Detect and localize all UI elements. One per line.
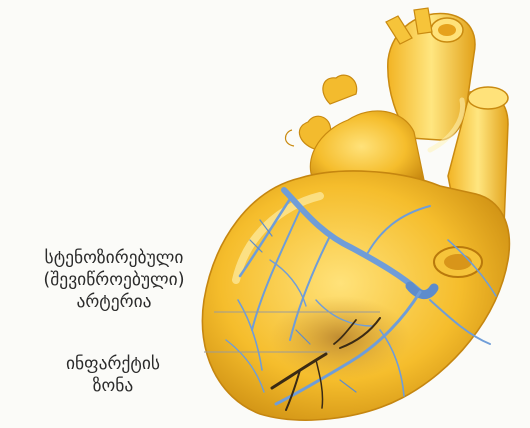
- stenosed-artery-line-1: სტენოზირებული: [8, 247, 220, 269]
- infarct-zone-line-2: ზონა: [18, 375, 208, 397]
- stenosed-artery-line-2: (შევიწროებული): [8, 269, 220, 291]
- stenosed-artery-label: სტენოზირებული (შევიწროებული) არტერია: [8, 247, 220, 313]
- infarct-zone-label: ინფარქტის ზონა: [18, 353, 208, 397]
- heart-ventricles: [202, 171, 509, 420]
- stenosed-artery-line-3: არტერია: [8, 291, 220, 313]
- infarct-zone-line-1: ინფარქტის: [18, 353, 208, 375]
- cut-vessel: [434, 247, 482, 277]
